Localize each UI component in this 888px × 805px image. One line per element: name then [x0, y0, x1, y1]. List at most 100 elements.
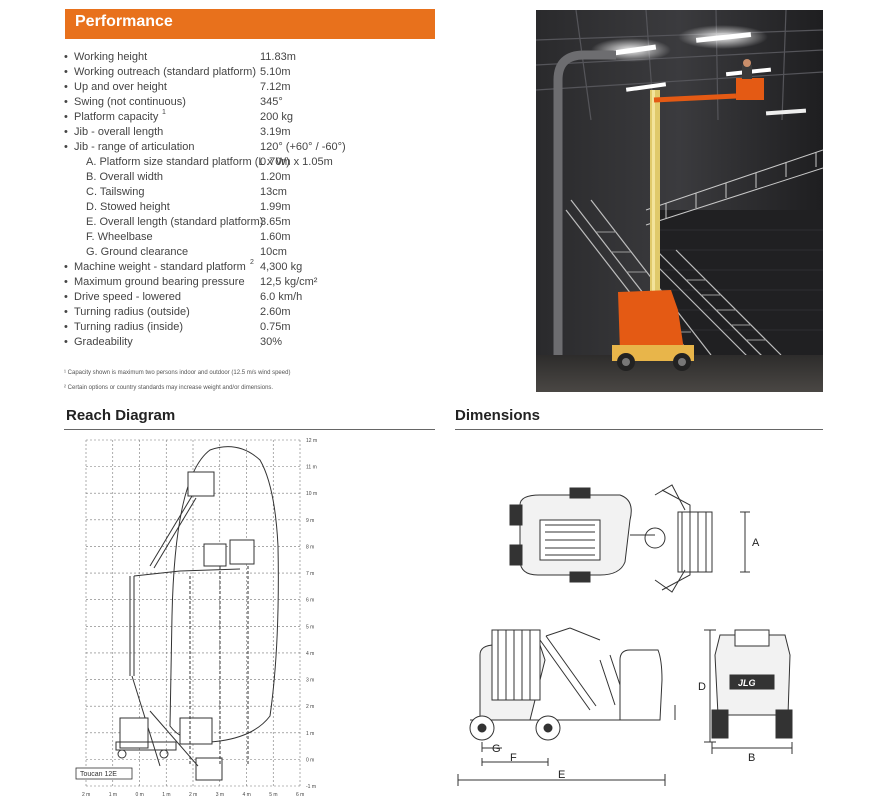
spec-footnote-ref: 1 — [162, 109, 166, 116]
reach-x-tick: 6 m — [296, 792, 304, 798]
dim-letter-d: D — [698, 681, 706, 693]
reach-grid — [85, 439, 301, 787]
reach-y-tick: 8 m — [306, 544, 314, 550]
reach-x-tick: 1 m — [109, 792, 117, 798]
spec-label: G. Ground clearance — [86, 246, 189, 258]
spec-value: 11.83m — [260, 51, 296, 63]
spec-label: Machine weight - standard platform — [74, 261, 246, 273]
bullet-icon: • — [64, 276, 68, 288]
reach-x-tick: 1 m — [162, 792, 170, 798]
spec-row: • Swing (not continuous) 345° — [64, 96, 444, 111]
spec-row: F. Wheelbase 1.60m — [64, 231, 444, 246]
product-photo — [536, 10, 823, 392]
spec-label: Working height — [74, 51, 148, 63]
bullet-icon: • — [64, 96, 68, 108]
spec-value: 1.20m — [260, 171, 291, 183]
bullet-icon: • — [64, 126, 68, 138]
reach-y-tick: 5 m — [306, 624, 314, 630]
reach-machine-drawings — [115, 471, 255, 781]
reach-y-ticks: 12 m11 m10 m9 m8 m7 m6 m5 m4 m3 m2 m1 m0… — [306, 438, 317, 790]
spec-footnote-ref: 2 — [250, 259, 254, 266]
spec-label: Maximum ground bearing pressure — [74, 276, 245, 288]
reach-y-tick: 6 m — [306, 598, 314, 604]
spec-value: 345° — [260, 96, 283, 108]
dimensions-rule — [455, 429, 823, 430]
spec-value: 4,300 kg — [260, 261, 303, 273]
dimensions-svg: A B D E F G JLG — [457, 484, 793, 786]
spec-value: 30% — [260, 336, 283, 348]
spec-row: D. Stowed height 1.99m — [64, 201, 444, 216]
performance-title: Performance — [75, 13, 173, 30]
spec-label: Drive speed - lowered — [74, 291, 181, 303]
spec-label: Gradeability — [74, 336, 133, 348]
spec-label: Jib - range of articulation — [74, 141, 195, 153]
product-photo-illustration — [536, 10, 823, 392]
top-view — [509, 484, 750, 593]
reach-y-tick: 11 m — [306, 465, 317, 471]
model-label: Toucan 12E — [80, 771, 117, 778]
spec-row: •Working outreach (standard platform)5.1… — [64, 66, 444, 81]
reach-y-tick: 3 m — [306, 678, 314, 684]
spec-row: A. Platform size standard platform (L x … — [64, 156, 444, 171]
spec-value: 0.75m — [260, 321, 291, 333]
reach-x-tick: 5 m — [269, 792, 277, 798]
spec-value: 7.12m — [260, 81, 291, 93]
brand-logo: JLG — [738, 678, 756, 688]
spec-value: 6.0 km/h — [260, 291, 303, 303]
spec-label: C. Tailswing — [86, 186, 145, 198]
dim-letter-a: A — [752, 537, 760, 549]
reach-y-tick: 0 m — [306, 757, 314, 763]
dimensions-title: Dimensions — [455, 407, 541, 424]
reach-envelope — [169, 446, 279, 743]
bullet-icon: • — [64, 51, 68, 63]
bullet-icon: • — [64, 321, 68, 333]
spec-value: 2.60m — [260, 306, 291, 318]
footnote-2: ² Certain options or country standards m… — [64, 385, 274, 391]
reach-y-tick: -1 m — [306, 784, 316, 790]
dim-letter-f: F — [510, 752, 517, 764]
bullet-icon: • — [64, 291, 68, 303]
reach-x-tick: 4 m — [243, 792, 251, 798]
spec-label: F. Wheelbase — [86, 231, 153, 243]
spec-label: Up and over height — [74, 81, 167, 93]
reach-y-tick: 10 m — [306, 491, 317, 497]
spec-row: G. Ground clearance 10cm — [64, 246, 444, 261]
model-label-box — [75, 767, 133, 780]
dim-letter-e: E — [558, 769, 565, 781]
spec-row: • Drive speed - lowered 6.0 km/h — [64, 291, 444, 306]
spec-label: Turning radius (outside) — [74, 306, 190, 318]
spec-value: 1.60m — [260, 231, 291, 243]
spec-label: D. Stowed height — [86, 201, 170, 213]
dim-letter-b: B — [748, 752, 755, 764]
reach-y-tick: 2 m — [306, 704, 314, 710]
reach-y-tick: 1 m — [306, 731, 314, 737]
bullet-icon: • — [64, 306, 68, 318]
footnote-1: ¹ Capacity shown is maximum two persons … — [64, 370, 291, 376]
reach-diagram-title: Reach Diagram — [66, 407, 176, 424]
bullet-icon: • — [64, 141, 68, 153]
spec-label: E. Overall length (standard platform) — [86, 216, 264, 228]
reach-diagram-rule — [64, 429, 435, 430]
spec-label: A. Platform size standard platform (L x … — [86, 156, 290, 168]
spec-label: Turning radius (inside) — [74, 321, 184, 333]
spec-row: • Turning radius (outside) 2.60m — [64, 306, 444, 321]
spec-value: 1.99m — [260, 201, 291, 213]
bullet-icon: • — [64, 111, 68, 123]
spec-label: Platform capacity — [74, 111, 159, 123]
spec-row: • Turning radius (inside) 0.75m — [64, 321, 444, 336]
side-view — [457, 627, 676, 786]
spec-label: Working outreach (standard platform) — [74, 66, 256, 78]
reach-x-tick: 2 m — [189, 792, 197, 798]
spec-value: 12,5 kg/cm² — [260, 276, 318, 288]
spec-label: Swing (not continuous) — [74, 96, 186, 108]
bullet-icon: • — [64, 261, 68, 273]
spec-value: 10cm — [260, 246, 287, 258]
dimensions-drawings: A B D E F G JLG — [450, 480, 830, 800]
